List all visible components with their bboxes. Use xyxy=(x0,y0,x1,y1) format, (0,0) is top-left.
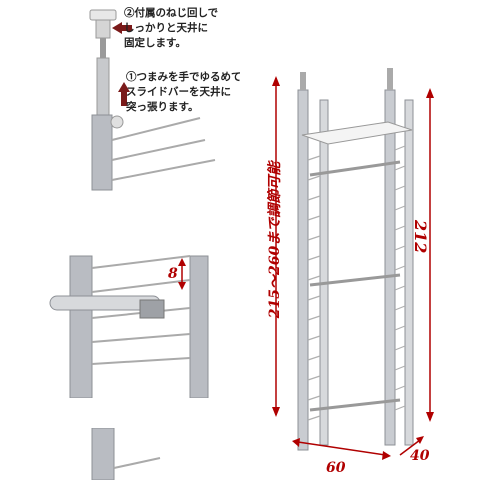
dimension-width: 60 xyxy=(326,460,346,476)
base-detail-drawing xyxy=(91,428,161,480)
rack-drawing xyxy=(272,68,434,460)
dimension-depth: 40 xyxy=(410,448,430,464)
dimension-shelf-pitch: 8 xyxy=(168,266,178,282)
callout-step1: ①つまみを手でゆるめて スライドバーを天井に 突っ張ります。 xyxy=(126,71,242,113)
callout-step2: ②付属のねじ回しで しっかりと天井に 固定します。 xyxy=(124,7,219,49)
hanger-detail-panel: 8 xyxy=(0,238,230,398)
base-detail-panel xyxy=(0,428,200,480)
dimension-adjustable-height: 215～260まで調節可能 xyxy=(267,161,283,319)
arrow-left-icon xyxy=(112,22,132,34)
hanger-detail-drawing xyxy=(49,255,209,398)
rack-overview-panel: 215～260まで調節可能 212 60 40 xyxy=(240,60,480,480)
pole-detail-drawing xyxy=(89,9,216,191)
dimension-total-height: 212 xyxy=(411,220,430,254)
arrow-up-icon xyxy=(118,82,130,106)
pole-detail-panel: ②付属のねじ回しで しっかりと天井に 固定します。 ①つまみを手でゆるめて スラ… xyxy=(0,0,260,200)
